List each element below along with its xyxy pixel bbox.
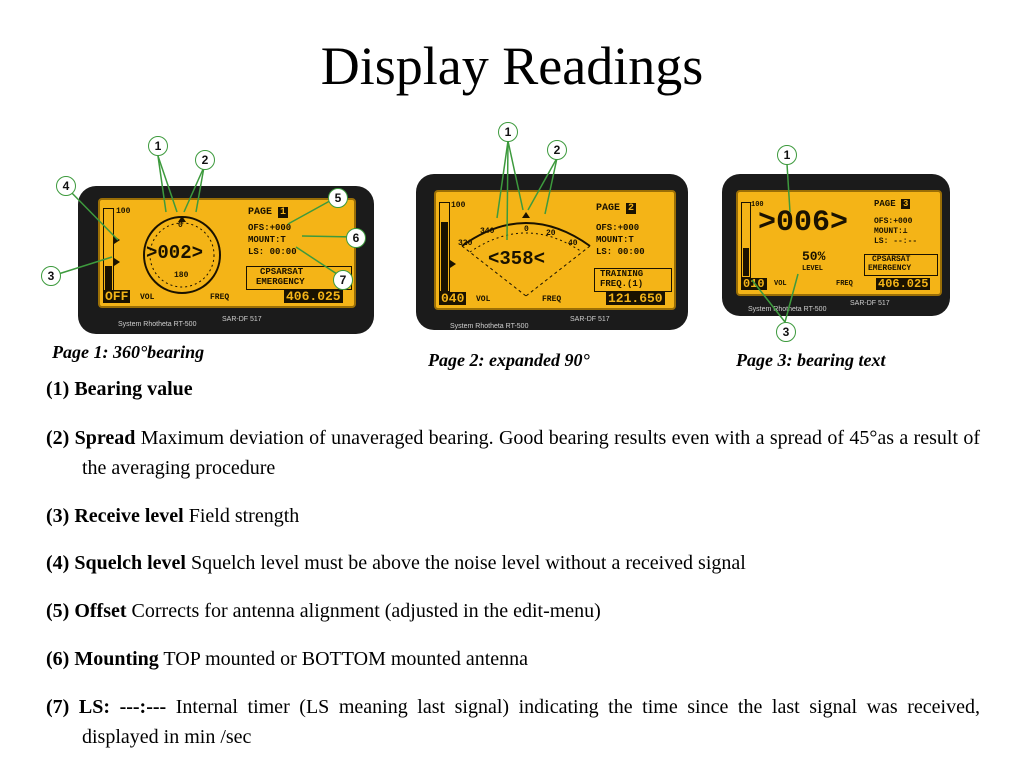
definition-spread: (2) Spread Maximum deviation of unaverag… <box>46 427 980 479</box>
level-bar-fill <box>743 248 749 276</box>
mounting-value: MOUNT:T <box>248 235 286 245</box>
page-label: PAGE 1 <box>248 207 289 218</box>
mode-line-1: CPSARSAT <box>260 267 304 277</box>
bezel-model: SAR-DF 517 <box>850 300 890 307</box>
caption-page-2: Page 2: expanded 90° <box>428 350 590 370</box>
expanded-arc <box>461 212 591 297</box>
volume-value: OFF <box>103 289 131 304</box>
last-signal-timer: LS: 00:00 <box>248 247 297 257</box>
callout-1: 1 <box>148 136 168 156</box>
caption-page-1: Page 1: 360°bearing <box>52 342 205 362</box>
frequency-label: FREQ <box>210 293 230 302</box>
mode-line-1: TRAINING <box>600 269 644 279</box>
volume-label: VOL <box>774 280 787 288</box>
mode-line-2: FREQ.(1) <box>600 279 644 289</box>
definition-bearing-value: (1) Bearing value <box>46 378 193 400</box>
definition-last-signal: (7) LS: ---:--- Internal timer (LS meani… <box>46 696 980 748</box>
scale-top-label: 100 <box>751 201 764 209</box>
squelch-marker <box>450 260 456 268</box>
arc-label-0: 0 <box>524 225 529 234</box>
bearing-value: >006> <box>758 206 849 240</box>
bezel-brand: System Rhotheta RT-500 <box>118 321 197 328</box>
volume-label: VOL <box>140 293 155 302</box>
mounting-value: MOUNT:T <box>596 235 634 245</box>
level-bar-fill <box>441 222 448 292</box>
callout-1: 1 <box>777 145 797 165</box>
bezel-model: SAR-DF 517 <box>222 316 262 323</box>
last-signal-timer: LS: 00:00 <box>596 247 645 257</box>
lcd-screen: 100 0 >002> 180 PAGE 1 OFS:+000 MOUNT:T … <box>98 198 356 308</box>
frequency-value: 406.025 <box>876 277 931 291</box>
callout-5: 5 <box>328 188 348 208</box>
page-label: PAGE 3 <box>874 199 911 209</box>
slide-title: Display Readings <box>320 36 704 96</box>
frequency-value: 406.025 <box>284 289 343 304</box>
offset-value: OFS:+000 <box>248 223 292 233</box>
level-value: 50% <box>802 249 826 264</box>
last-signal-timer: LS: --:-- <box>874 237 918 246</box>
arc-label-40: 40 <box>568 239 578 248</box>
callout-7: 7 <box>333 270 353 290</box>
level-bar-fill <box>105 266 112 291</box>
caption-page-3: Page 3: bearing text <box>736 350 886 370</box>
arc-label-20: 20 <box>546 229 556 238</box>
offset-value: OFS:+000 <box>596 223 640 233</box>
receive-marker <box>114 258 120 266</box>
bearing-value: <358< <box>488 248 546 270</box>
lcd-screen: 100 >006> 50% LEVEL PAGE 3 OFS:+000 MOUN… <box>736 190 942 296</box>
mode-box <box>864 254 938 276</box>
offset-value: OFS:+000 <box>874 217 913 226</box>
callout-1: 1 <box>498 122 518 142</box>
bearing-value: >002> <box>146 242 204 264</box>
frequency-label: FREQ <box>836 280 853 288</box>
bezel-model: SAR-DF 517 <box>570 316 610 323</box>
frequency-label: FREQ <box>542 295 562 304</box>
scale-top-label: 100 <box>451 201 466 210</box>
page-label: PAGE 2 <box>596 203 637 214</box>
frequency-value: 121.650 <box>606 291 665 306</box>
bezel-brand: System Rhotheta RT-500 <box>748 306 827 313</box>
definition-offset: (5) Offset Corrects for antenna alignmen… <box>46 600 601 622</box>
volume-label: VOL <box>476 295 491 304</box>
callout-4: 4 <box>56 176 76 196</box>
callout-2: 2 <box>195 150 215 170</box>
mounting-value: MOUNT:⊥ <box>874 227 908 236</box>
callout-6: 6 <box>346 228 366 248</box>
arc-label-320: 320 <box>458 239 473 248</box>
mode-box <box>594 268 672 292</box>
arc-label-340: 340 <box>480 227 495 236</box>
level-label: LEVEL <box>802 265 824 273</box>
callout-3: 3 <box>41 266 61 286</box>
callout-3: 3 <box>776 322 796 342</box>
bezel-brand: System Rhotheta RT-500 <box>450 323 529 330</box>
level-bar-frame <box>741 202 751 278</box>
definition-squelch-level: (4) Squelch level Squelch level must be … <box>46 552 746 574</box>
mode-line-2: EMERGENCY <box>256 277 305 287</box>
mode-line-1: CPSARSAT <box>872 255 911 264</box>
dial-bottom-label: 180 <box>174 271 189 280</box>
definition-mounting: (6) Mounting TOP mounted or BOTTOM mount… <box>46 648 529 670</box>
scale-top-label: 100 <box>116 207 131 216</box>
definition-receive-level: (3) Receive level Field strength <box>46 505 300 527</box>
callout-2: 2 <box>547 140 567 160</box>
volume-value: 010 <box>741 277 767 291</box>
dial-top-label: 0 <box>178 221 183 230</box>
lcd-screen: 100 340 320 0 20 40 <358< PAGE 2 OFS:+00… <box>434 190 676 310</box>
volume-value: 040 <box>439 291 467 306</box>
mode-line-2: EMERGENCY <box>868 264 912 273</box>
compass-dial <box>143 216 221 294</box>
